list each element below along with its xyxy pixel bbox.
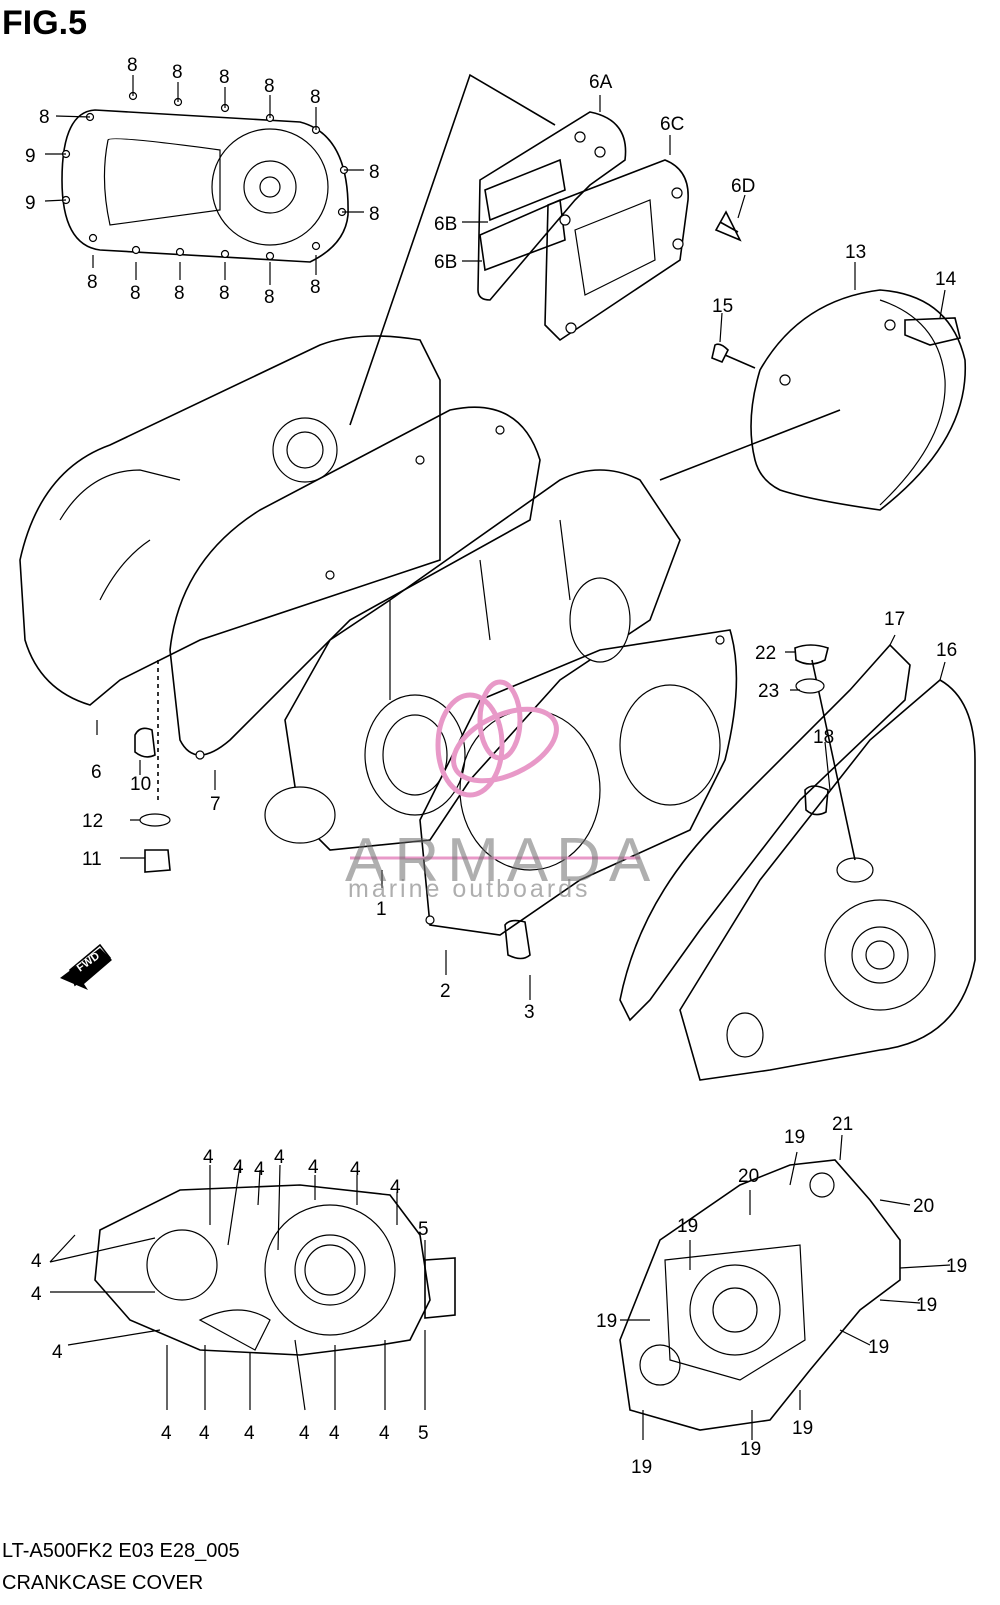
- callout-4: 4: [161, 1423, 172, 1444]
- callout-8: 8: [219, 283, 230, 304]
- figure-title: FIG.5: [2, 4, 88, 42]
- callout-11: 11: [82, 849, 102, 870]
- callout-19: 19: [631, 1457, 652, 1478]
- callout-19: 19: [784, 1127, 805, 1148]
- callout-7: 7: [210, 794, 221, 815]
- callout-8: 8: [310, 277, 321, 298]
- crankcase-cover-left-drawing: [19, 73, 556, 706]
- diagram-caption: CRANKCASE COVER: [2, 1572, 204, 1594]
- callout-6a: 6A: [589, 72, 613, 93]
- callout-22: 22: [755, 643, 776, 664]
- callout-2: 2: [440, 981, 451, 1002]
- callout-10: 10: [130, 774, 151, 795]
- callout-labels-bottom-right: 19 21 20 20 19 19 19 19 19 19 19 19: [596, 1114, 967, 1478]
- callout-6b: 6B: [434, 214, 457, 235]
- callout-15: 15: [712, 296, 733, 317]
- callout-3: 3: [524, 1002, 535, 1023]
- callout-19: 19: [792, 1418, 813, 1439]
- callout-20: 20: [738, 1166, 759, 1187]
- callout-8: 8: [39, 107, 50, 128]
- callout-12: 12: [82, 811, 103, 832]
- callout-labels-bottom-left: 4 4 4 4 4 4 4 4 4 4 4 4 4 4 4 4 5 5: [31, 1147, 429, 1444]
- callout-8: 8: [172, 62, 183, 83]
- callout-labels-right: 22 23 17 16 18: [755, 609, 957, 748]
- callout-19: 19: [740, 1439, 761, 1460]
- leader-lines: [44, 75, 951, 1440]
- callout-4: 4: [31, 1251, 42, 1272]
- callout-6: 6: [91, 762, 102, 783]
- callout-4: 4: [52, 1342, 63, 1363]
- callout-8: 8: [264, 287, 275, 308]
- watermark-brand: ARMADA: [345, 826, 659, 895]
- callout-16: 16: [936, 640, 957, 661]
- callout-6b: 6B: [434, 252, 457, 273]
- callout-6c: 6C: [660, 114, 684, 135]
- callout-23: 23: [758, 681, 779, 702]
- callout-19: 19: [677, 1216, 698, 1237]
- callout-labels-cover: 13 14 15: [712, 242, 957, 317]
- bottom-left-gasket-drawing: [94, 1184, 456, 1356]
- callout-4: 4: [244, 1423, 255, 1444]
- callout-14: 14: [935, 269, 957, 290]
- callout-8: 8: [310, 87, 321, 108]
- callout-4: 4: [350, 1159, 361, 1180]
- callout-17: 17: [884, 609, 905, 630]
- callout-9: 9: [25, 193, 36, 214]
- callout-8: 8: [369, 162, 380, 183]
- callout-20: 20: [913, 1196, 934, 1217]
- callout-4: 4: [274, 1147, 285, 1168]
- callout-labels-main: 6 10 12 11 7 1 2 3: [82, 762, 535, 1023]
- fwd-arrow-marker: FWD: [60, 948, 112, 990]
- callout-8: 8: [127, 55, 138, 76]
- callout-4: 4: [199, 1423, 210, 1444]
- callout-19: 19: [916, 1295, 937, 1316]
- callout-9: 9: [25, 146, 36, 167]
- callout-19: 19: [596, 1311, 617, 1332]
- callout-labels-top-gasket: 8 8 8 8 8 8 8 8 9 9 8 8 8 8 8 8: [25, 55, 380, 308]
- model-code: LT-A500FK2 E03 E28_005: [2, 1540, 240, 1562]
- callout-8: 8: [264, 76, 275, 97]
- clutch-cover-gasket-drawing: [61, 91, 349, 263]
- callout-8: 8: [174, 283, 185, 304]
- callout-8: 8: [369, 204, 380, 225]
- callout-8: 8: [219, 67, 230, 88]
- callout-6d: 6D: [731, 176, 755, 197]
- watermark-tagline: marine outboards: [348, 875, 591, 903]
- callout-4: 4: [390, 1177, 401, 1198]
- callout-4: 4: [329, 1423, 340, 1444]
- callout-8: 8: [130, 283, 141, 304]
- bottom-right-gasket-drawing: [619, 1159, 901, 1431]
- bearing-plate-drawing: [477, 111, 742, 342]
- callout-5: 5: [418, 1423, 429, 1444]
- stator-cover-drawing: [619, 643, 976, 1081]
- callout-4: 4: [203, 1147, 214, 1168]
- callout-4: 4: [308, 1157, 319, 1178]
- callout-19: 19: [946, 1256, 967, 1277]
- watermark-logo-icon: [350, 679, 640, 860]
- callout-labels-plates: 6A 6C 6D 6B 6B: [434, 72, 755, 273]
- callout-4: 4: [379, 1423, 390, 1444]
- gasket-7-drawing: [169, 406, 541, 760]
- callout-18: 18: [813, 727, 834, 748]
- outer-cover-drawing: [659, 289, 967, 511]
- callout-13: 13: [845, 242, 866, 263]
- callout-5: 5: [418, 1219, 429, 1240]
- callout-4: 4: [31, 1284, 42, 1305]
- callout-4: 4: [299, 1423, 310, 1444]
- callout-1: 1: [376, 899, 387, 920]
- callout-4: 4: [254, 1159, 265, 1180]
- callout-21: 21: [832, 1114, 853, 1135]
- callout-8: 8: [87, 272, 98, 293]
- callout-4: 4: [233, 1157, 244, 1178]
- callout-19: 19: [868, 1337, 889, 1358]
